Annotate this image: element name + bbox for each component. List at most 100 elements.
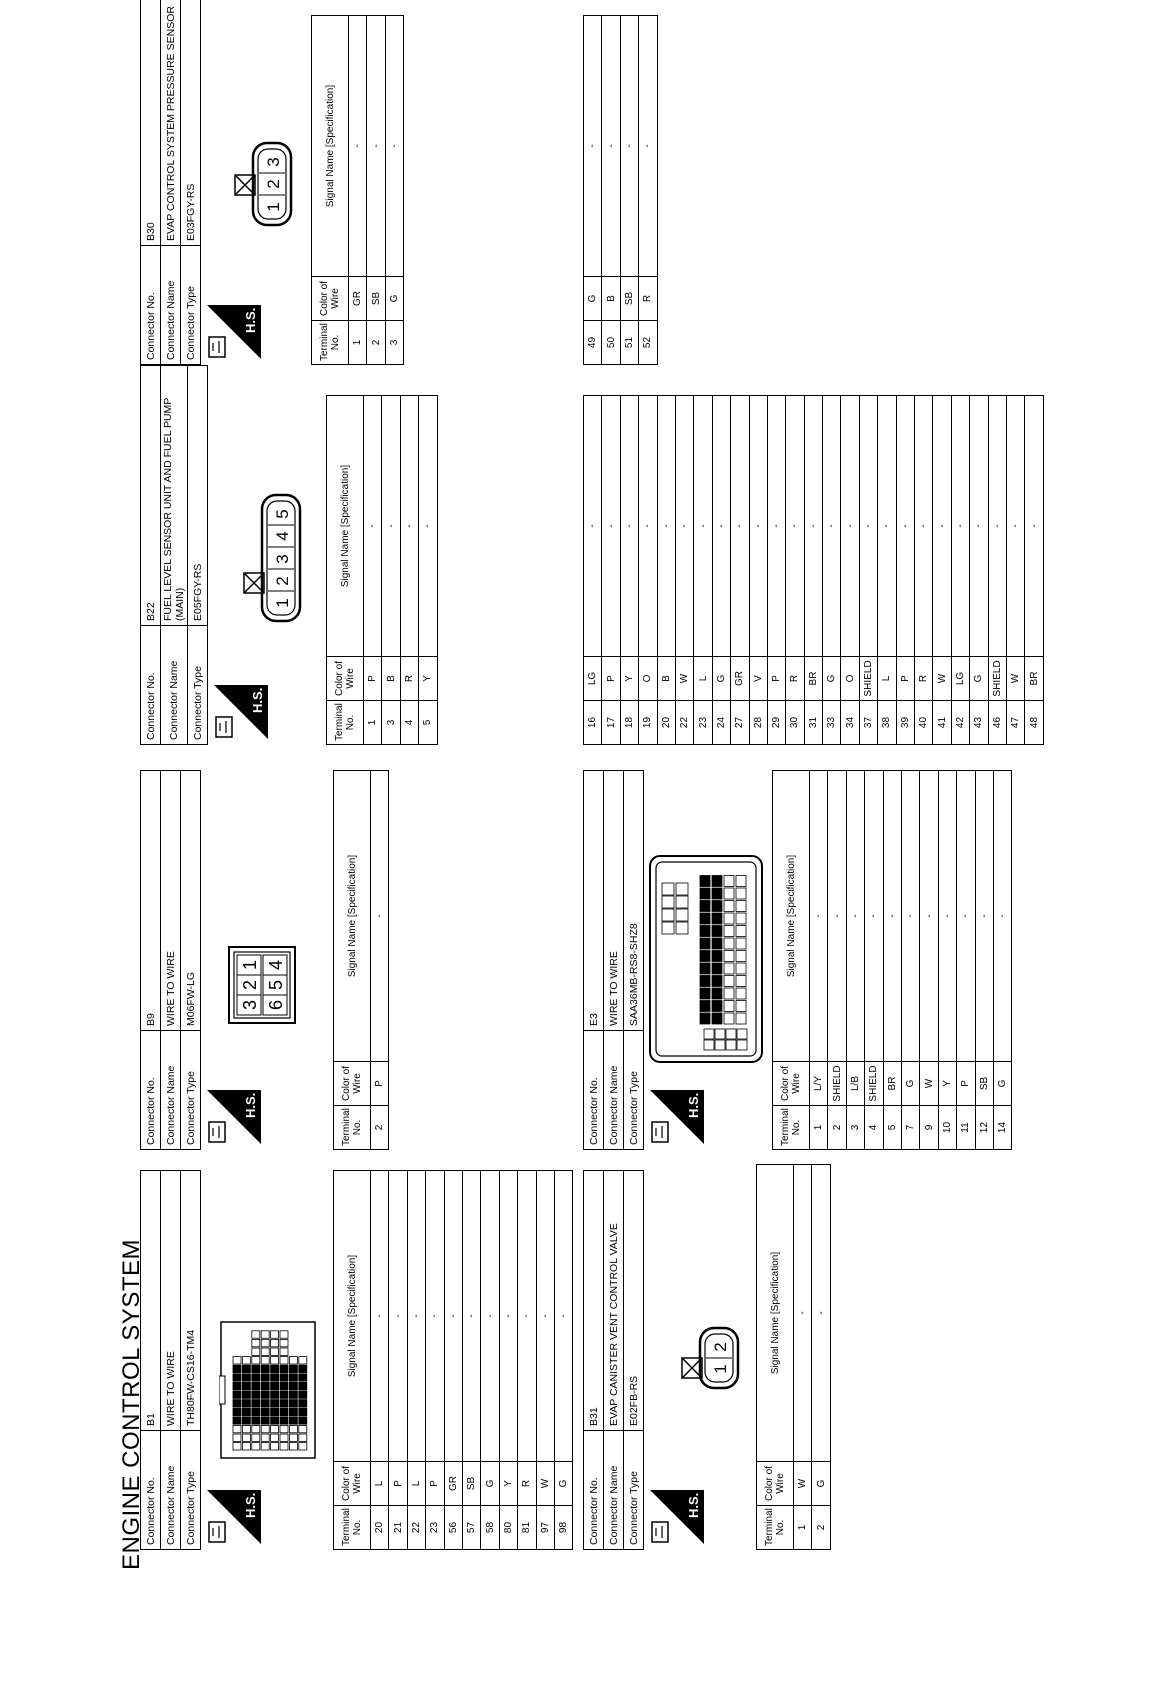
signal-cell: - [348,15,367,277]
hs-area: H.S. 1 2 3 4 5 [208,365,326,745]
th-terminal: Terminal No. [326,700,364,745]
signal-cell: - [864,770,884,1062]
signal-cell: - [675,395,694,657]
wire-color-cell: G [822,656,841,701]
signal-cell: - [444,1170,463,1462]
b30-connector-face-icon: 1 2 3 [234,141,293,227]
wire-color-cell: L/Y [809,1061,828,1106]
signal-cell: - [620,15,639,277]
svg-text:1: 1 [240,960,260,970]
signal-cell: - [951,395,970,657]
wire-color-cell: SB [620,276,639,321]
signal-cell: - [938,770,957,1062]
wire-color-cell: SHIELD [859,656,878,701]
signal-cell: - [554,1170,573,1462]
svg-text:H.S.: H.S. [243,308,258,333]
svg-text:H.S.: H.S. [250,688,265,713]
label-connector-no: Connector No. [140,245,161,365]
terminal-cell: 24 [712,700,731,745]
terminal-cell: 20 [657,700,676,745]
terminal-cell: 7 [901,1105,920,1150]
signal-cell: - [462,1170,481,1462]
hs-harness-side-icon: H.S. [207,305,261,359]
wire-color-cell: R [517,1461,537,1506]
signal-cell: - [370,770,389,1062]
signal-cell: - [583,15,602,277]
label-connector-name: Connector Name [160,1030,181,1150]
wire-color-cell: W [932,656,952,701]
signal-cell: - [400,395,419,657]
wire-color-cell: G [480,1461,500,1506]
svg-text:2: 2 [240,980,260,990]
wire-color-cell: L [877,656,897,701]
terminal-cell: 38 [877,700,897,745]
wire-color-cell: R [638,276,658,321]
svg-text:1: 1 [711,1364,730,1373]
hs-harness-side-icon: H.S. [650,1090,704,1144]
terminal-cell: 14 [993,1105,1012,1150]
signal-cell: - [638,395,658,657]
connector-type-value: E02FB-RS [623,1170,644,1431]
th-color: Color of Wire [756,1461,794,1506]
terminal-cell: 1 [348,320,367,365]
signal-cell: - [366,15,386,277]
connector-name-value: FUEL LEVEL SENSOR UNIT AND FUEL PUMP (MA… [160,365,188,626]
svg-text:2: 2 [273,576,292,585]
wire-color-cell: W [1006,656,1025,701]
terminal-cell: 50 [601,320,621,365]
signal-cell: - [975,770,994,1062]
connector-name-value: EVAP CONTROL SYSTEM PRESSURE SENSOR [160,0,181,246]
th-color: Color of Wire [326,656,364,701]
wire-color-cell: P [363,656,382,701]
wire-color-cell: B [381,656,401,701]
signal-cell: - [827,770,847,1062]
wire-color-cell: BR [883,1061,902,1106]
wire-color-cell: BR [804,656,823,701]
terminal-cell: 46 [988,700,1007,745]
terminal-cell: 23 [693,700,713,745]
signal-cell: - [425,1170,445,1462]
signal-cell: - [793,1164,812,1462]
svg-text:H.S.: H.S. [243,1093,258,1118]
label-connector-name: Connector Name [603,1430,624,1550]
signal-cell: - [583,395,602,657]
terminal-cell: 10 [938,1105,957,1150]
wire-color-cell: W [536,1461,555,1506]
wire-color-cell: B [601,276,621,321]
terminal-cell: 5 [883,1105,902,1150]
signal-cell: - [1006,395,1025,657]
hs-area: H.S. 1 2 [644,1170,756,1550]
terminal-cell: 3 [381,700,401,745]
signal-cell: - [712,395,731,657]
signal-cell: - [804,395,823,657]
wire-color-cell: SB [366,276,386,321]
wire-color-cell: P [425,1461,445,1506]
signal-cell: - [1024,395,1044,657]
terminal-cell: 23 [425,1505,445,1550]
signal-cell: - [811,1164,831,1462]
signal-cell: - [657,395,676,657]
wire-color-cell: Y [620,656,639,701]
label-connector-type: Connector Type [180,1430,201,1550]
signal-cell: - [969,395,989,657]
